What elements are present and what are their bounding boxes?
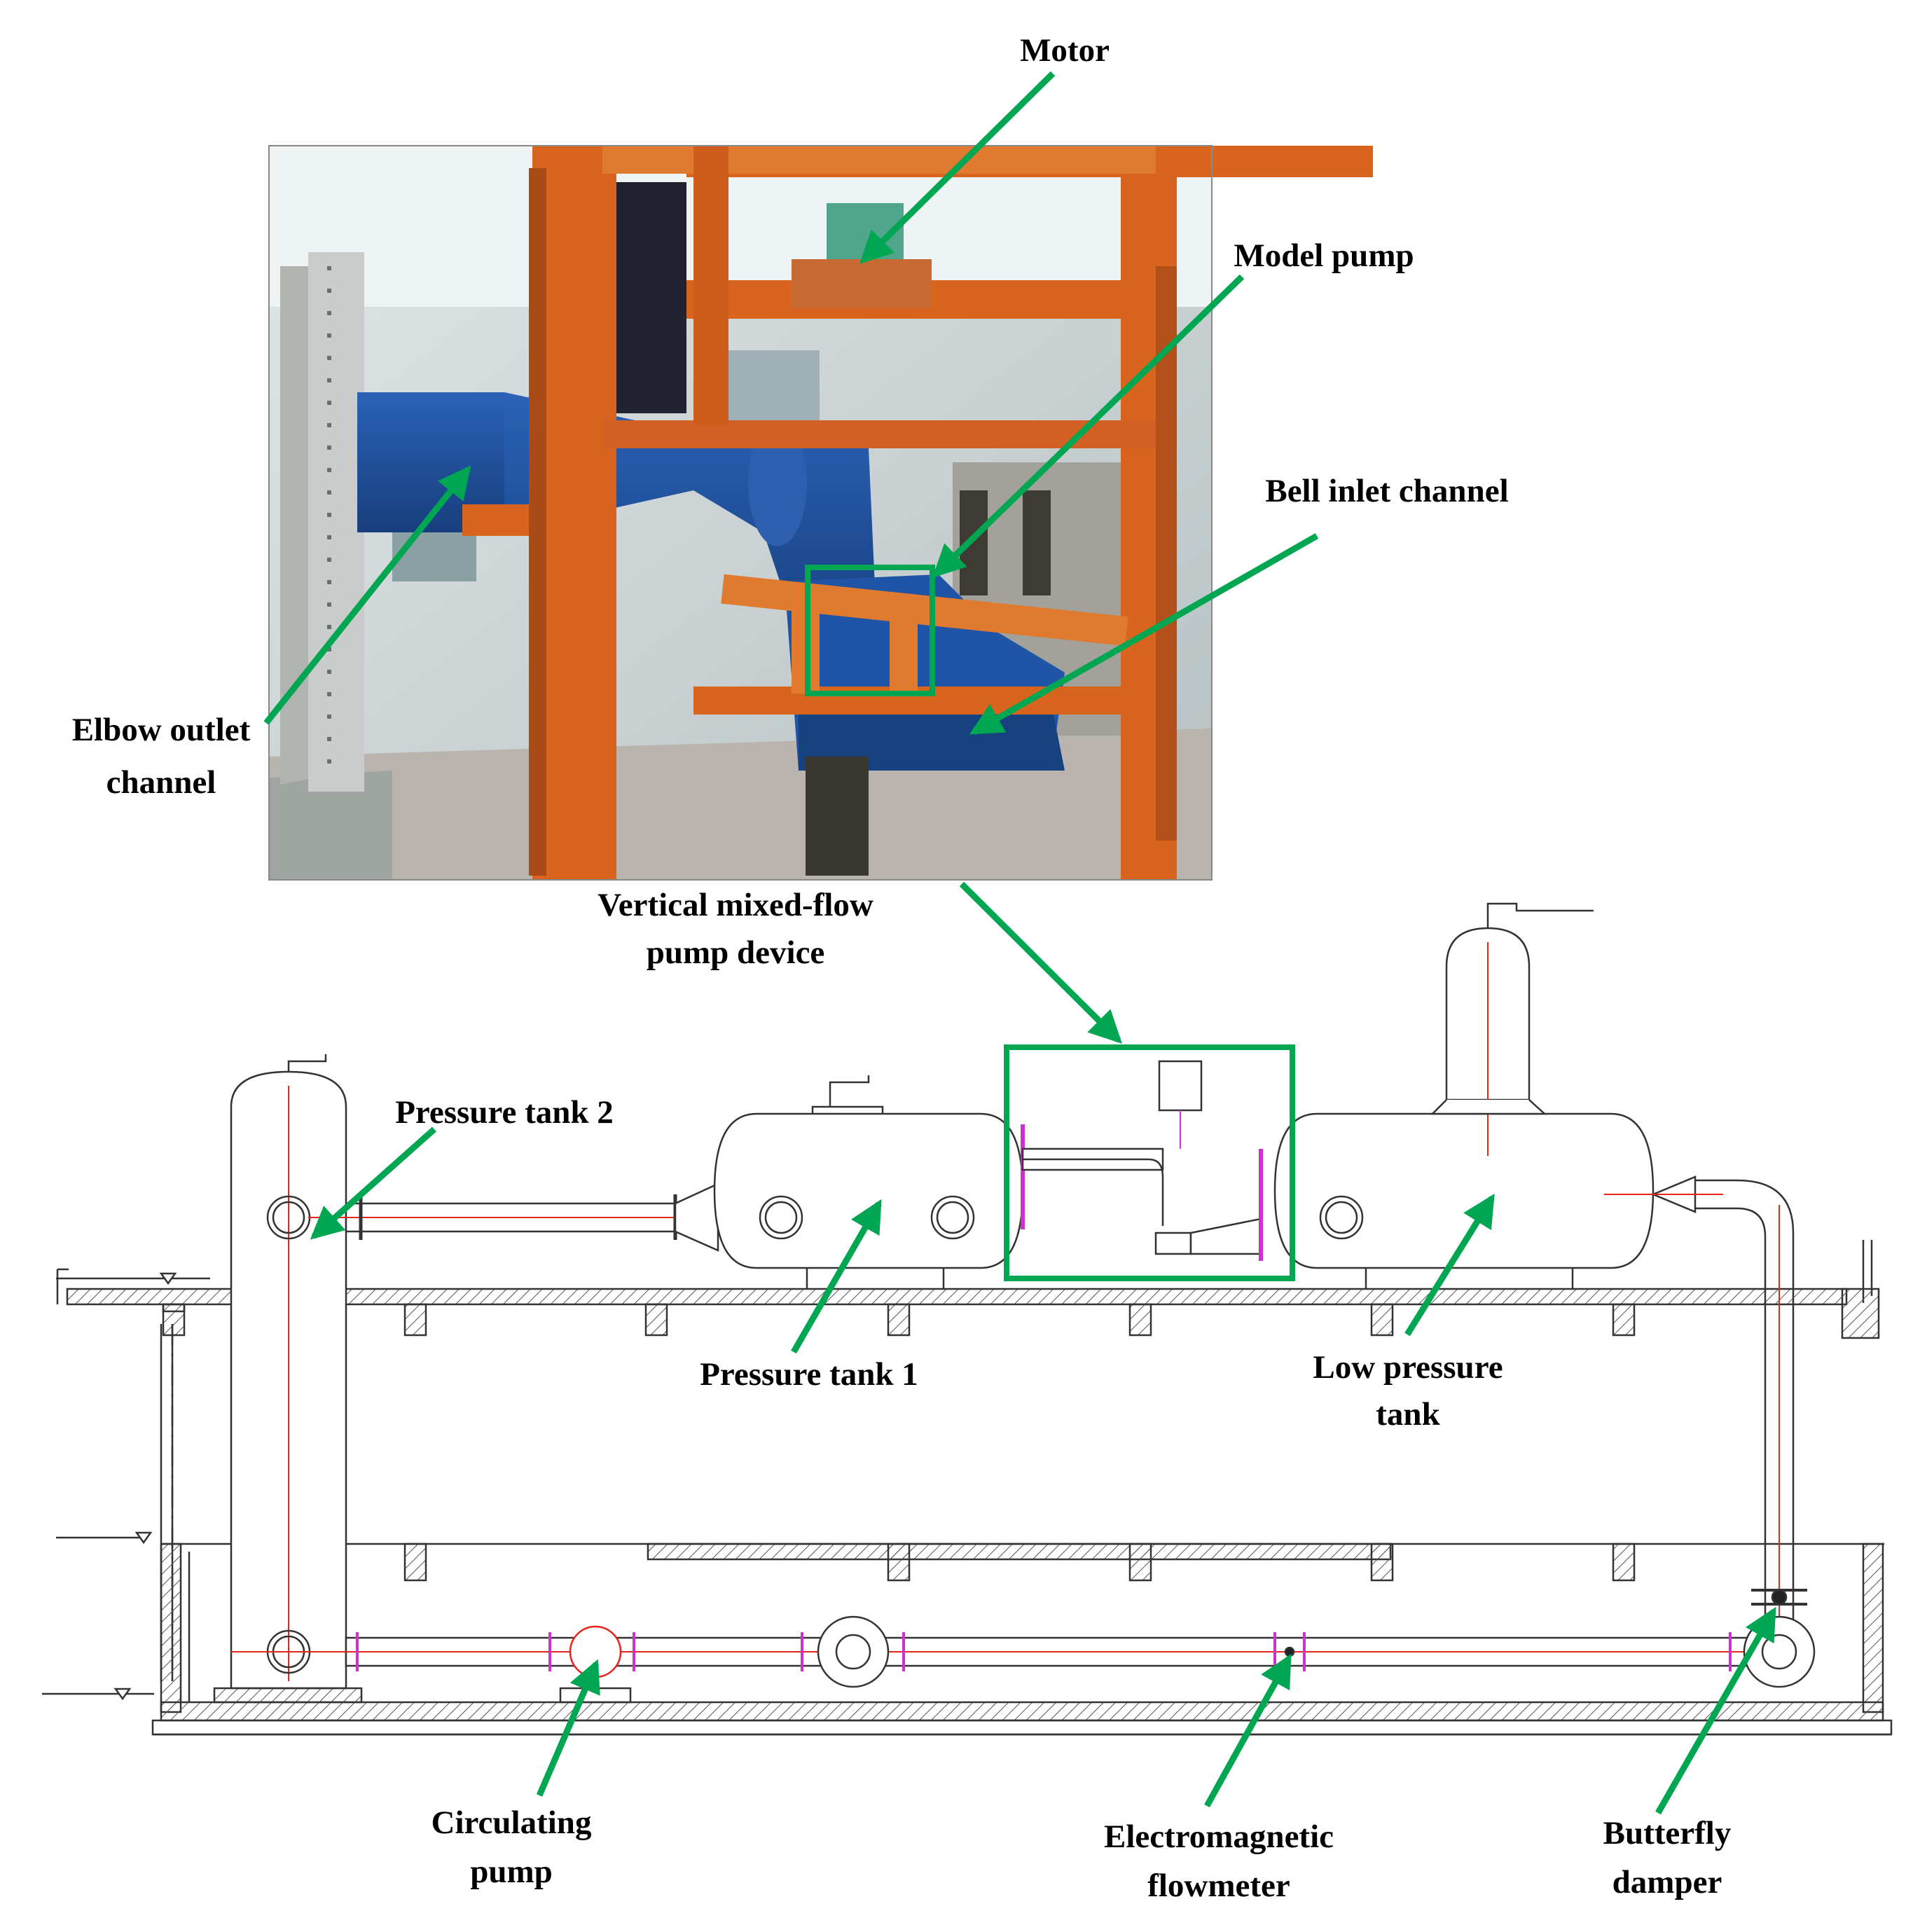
label-elbow-outlet-line1: Elbow outlet [71, 712, 251, 748]
arrow-elbow-outlet [263, 465, 471, 725]
arrow-motor [859, 71, 1056, 264]
label-elbow-outlet-line2: channel [106, 764, 216, 801]
arrow-pump-device [959, 881, 1122, 1044]
arrow-butterfly-damper [1655, 1606, 1776, 1815]
label-circulating-line2: pump [470, 1854, 553, 1890]
label-pump-device-line2: pump device [646, 934, 825, 971]
label-pressure-tank-1: Pressure tank 1 [700, 1356, 918, 1393]
arrow-pressure-tank-2 [310, 1126, 436, 1240]
label-pump-device-line1: Vertical mixed-flow [598, 887, 873, 923]
label-flowmeter-line1: Electromagnetic [1103, 1819, 1334, 1855]
lab-photo [269, 146, 1373, 880]
arrow-flowmeter [1204, 1653, 1292, 1808]
pump-device-highlight [1004, 1044, 1295, 1281]
arrow-bell-inlet [969, 533, 1319, 735]
label-flowmeter-line2: flowmeter [1147, 1868, 1290, 1904]
schematic [42, 902, 1893, 1736]
callout-arrows [263, 71, 1776, 1815]
model-pump-highlight [805, 565, 935, 696]
label-motor: Motor [1020, 32, 1110, 69]
label-low-pressure-line1: Low pressure [1313, 1349, 1503, 1386]
arrow-low-pressure-tank [1404, 1194, 1495, 1337]
label-pressure-tank-2: Pressure tank 2 [395, 1094, 614, 1131]
label-circulating-line1: Circulating [431, 1805, 592, 1841]
label-butterfly-line2: damper [1612, 1864, 1722, 1900]
label-butterfly-line1: Butterfly [1603, 1815, 1732, 1851]
arrow-pressure-tank-1 [791, 1199, 882, 1354]
photo-border [268, 145, 1213, 881]
arrow-circulating-pump [536, 1659, 600, 1797]
label-low-pressure-line2: tank [1376, 1396, 1440, 1433]
label-model-pump: Model pump [1234, 237, 1414, 274]
label-bell-inlet: Bell inlet channel [1265, 473, 1509, 509]
arrow-model-pump [932, 274, 1245, 578]
